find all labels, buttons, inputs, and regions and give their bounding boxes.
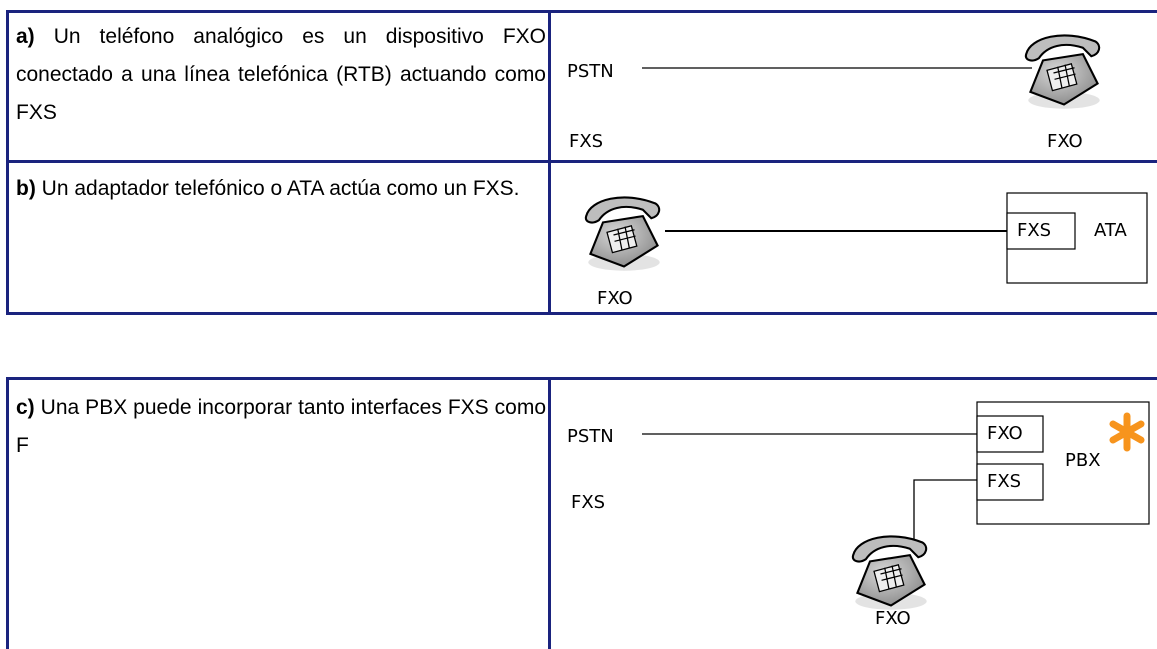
row-c-diagram: PSTN FXS FXO FXO FXS PBX bbox=[557, 380, 1157, 649]
table-border-divider bbox=[548, 10, 551, 315]
fxo-label: FXO bbox=[597, 288, 633, 309]
ata-label: ATA bbox=[1094, 220, 1127, 241]
pbx-fxs-port-label: FXS bbox=[987, 471, 1022, 492]
row-b-diagram-svg bbox=[584, 192, 1148, 284]
row-b-letter: b) bbox=[16, 177, 36, 200]
row-b-text: Un adaptador telefónico o ATA actúa como… bbox=[35, 177, 520, 200]
telephone-icon bbox=[1024, 34, 1101, 110]
table-border-top bbox=[6, 377, 1157, 380]
row-a-description: a) Un teléfono analógico es un dispositi… bbox=[16, 18, 546, 132]
telephone-icon bbox=[584, 196, 661, 272]
table-border-left bbox=[6, 10, 9, 315]
row-a-diagram-svg bbox=[642, 34, 1101, 110]
fxs-label: FXS bbox=[571, 492, 606, 513]
ata-fxs-label: FXS bbox=[1017, 220, 1052, 241]
row-c-description: c) Una PBX puede incorporar tanto interf… bbox=[16, 389, 546, 465]
fxs-port-box bbox=[1006, 212, 1076, 250]
row-a-text: Un teléfono analógico es un dispositivo … bbox=[16, 25, 546, 124]
fxo-label: FXO bbox=[875, 608, 911, 629]
fxs-port-box bbox=[976, 463, 1044, 501]
table-border-bottom bbox=[6, 312, 1157, 315]
pbx-label: PBX bbox=[1065, 450, 1101, 471]
table-bottom: c) Una PBX puede incorporar tanto interf… bbox=[6, 377, 1157, 649]
table-border-left bbox=[6, 377, 9, 649]
table-border-top bbox=[6, 10, 1157, 13]
row-c-letter: c) bbox=[16, 396, 35, 419]
pbx-fxo-port-label: FXO bbox=[987, 423, 1023, 444]
asterisk-logo-icon bbox=[1109, 412, 1145, 452]
fxo-label: FXO bbox=[1047, 131, 1083, 152]
table-border-divider bbox=[548, 377, 551, 649]
fxo-port-box bbox=[976, 415, 1044, 453]
table-border-middle bbox=[6, 160, 1157, 163]
table-top: a) Un teléfono analógico es un dispositi… bbox=[6, 10, 1157, 315]
row-b-diagram: FXO FXS ATA bbox=[557, 163, 1157, 312]
fxs-label: FXS bbox=[569, 131, 604, 152]
phone-line bbox=[913, 479, 977, 550]
row-b-description: b) Un adaptador telefónico o ATA actúa c… bbox=[16, 170, 546, 208]
pstn-label: PSTN bbox=[567, 426, 614, 447]
telephone-icon bbox=[851, 535, 928, 611]
row-a-letter: a) bbox=[16, 25, 35, 48]
pstn-label: PSTN bbox=[567, 61, 614, 82]
row-a-diagram: PSTN FXS FXO bbox=[557, 13, 1157, 160]
row-c-diagram-svg bbox=[642, 401, 1150, 611]
row-c-text: Una PBX puede incorporar tanto interface… bbox=[16, 396, 546, 457]
